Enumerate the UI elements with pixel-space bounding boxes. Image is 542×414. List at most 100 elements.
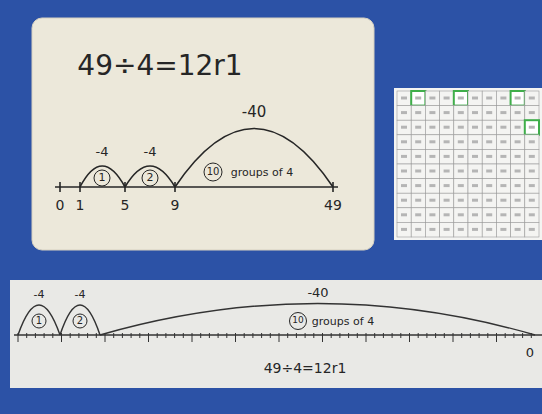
ruler-tick bbox=[287, 333, 288, 338]
chart-number-mark bbox=[486, 155, 492, 158]
ruler-tick bbox=[505, 333, 506, 338]
chart-cell bbox=[454, 222, 468, 237]
chart-number-mark bbox=[486, 111, 492, 114]
chart-number-mark bbox=[415, 213, 421, 216]
chart-cell bbox=[496, 164, 510, 179]
chart-number-mark bbox=[458, 213, 464, 216]
circled-count: 10 bbox=[289, 312, 307, 330]
chart-cell bbox=[525, 91, 539, 106]
chart-number-mark bbox=[472, 140, 478, 143]
chart-cell bbox=[525, 222, 539, 237]
chart-cell bbox=[496, 120, 510, 135]
chart-number-mark bbox=[472, 228, 478, 231]
chart-cell bbox=[411, 91, 425, 106]
chart-number-mark bbox=[486, 126, 492, 129]
chart-cell bbox=[482, 106, 496, 121]
chart-cell bbox=[511, 179, 525, 194]
ruler-tick bbox=[357, 333, 358, 338]
chart-cell bbox=[397, 120, 411, 135]
chart-number-mark bbox=[429, 184, 435, 187]
chart-cell bbox=[440, 106, 454, 121]
number-line-value: 0 bbox=[526, 346, 534, 359]
chart-cell bbox=[511, 222, 525, 237]
chart-cell bbox=[525, 164, 539, 179]
chart-number-mark bbox=[415, 184, 421, 187]
chart-cell bbox=[440, 120, 454, 135]
chart-cell bbox=[482, 222, 496, 237]
chart-cell bbox=[496, 106, 510, 121]
chart-number-mark bbox=[515, 97, 521, 100]
chart-cell bbox=[496, 193, 510, 208]
chart-cell bbox=[482, 193, 496, 208]
chart-number-mark bbox=[401, 170, 407, 173]
circled-count: 1 bbox=[94, 170, 111, 187]
chart-cell bbox=[425, 149, 439, 164]
chart-number-mark bbox=[458, 184, 464, 187]
circled-count: 2 bbox=[73, 314, 88, 329]
chart-cell bbox=[496, 135, 510, 150]
chart-number-mark bbox=[415, 126, 421, 129]
chart-cell bbox=[511, 106, 525, 121]
chart-cell bbox=[397, 135, 411, 150]
chart-number-mark bbox=[429, 228, 435, 231]
ruler-tick bbox=[313, 333, 314, 338]
chart-number-mark bbox=[429, 140, 435, 143]
ruler-tick bbox=[479, 333, 480, 338]
ruler-tick bbox=[122, 333, 123, 338]
chart-number-mark bbox=[444, 155, 450, 158]
ruler-tick bbox=[400, 333, 401, 338]
chart-cell bbox=[425, 135, 439, 150]
ruler-tick bbox=[200, 333, 201, 338]
chart-number-mark bbox=[486, 170, 492, 173]
chart-cell bbox=[425, 193, 439, 208]
chart-number-mark bbox=[500, 97, 506, 100]
chart-cell bbox=[454, 149, 468, 164]
chart-number-mark bbox=[401, 111, 407, 114]
chart-cell bbox=[440, 193, 454, 208]
jump-label: -4 bbox=[34, 289, 45, 300]
chart-number-mark bbox=[415, 199, 421, 202]
chart-number-mark bbox=[444, 184, 450, 187]
ruler-tick bbox=[279, 333, 280, 342]
chart-cell bbox=[511, 135, 525, 150]
number-line-value: 9 bbox=[171, 198, 180, 212]
ruler-tick bbox=[453, 333, 454, 342]
chart-number-mark bbox=[486, 213, 492, 216]
chart-cell bbox=[397, 179, 411, 194]
ruler-tick bbox=[87, 333, 88, 338]
chart-cell bbox=[454, 135, 468, 150]
chart-cell bbox=[511, 193, 525, 208]
chart-cell bbox=[468, 222, 482, 237]
chart-cell bbox=[440, 179, 454, 194]
chart-cell bbox=[425, 91, 439, 106]
ruler-tick bbox=[305, 333, 306, 338]
chart-number-mark bbox=[401, 199, 407, 202]
ruler-tick bbox=[192, 333, 193, 342]
jump-label: -4 bbox=[144, 145, 157, 158]
chart-cell bbox=[397, 106, 411, 121]
ruler-tick bbox=[444, 333, 445, 338]
chart-cell bbox=[525, 135, 539, 150]
chart-cell bbox=[454, 164, 468, 179]
chart-number-mark bbox=[486, 228, 492, 231]
chart-number-mark bbox=[529, 213, 535, 216]
chart-number-mark bbox=[500, 126, 506, 129]
chart-cell bbox=[411, 164, 425, 179]
chart-cell bbox=[525, 179, 539, 194]
chart-number-mark bbox=[529, 228, 535, 231]
chart-number-mark bbox=[401, 213, 407, 216]
ruler-tick bbox=[131, 333, 132, 338]
chart-number-mark bbox=[515, 199, 521, 202]
chart-cell bbox=[482, 208, 496, 223]
chart-number-mark bbox=[429, 155, 435, 158]
chart-cell bbox=[482, 179, 496, 194]
chart-number-mark bbox=[401, 228, 407, 231]
chart-number-mark bbox=[415, 170, 421, 173]
equation: 49÷4=12r1 bbox=[77, 52, 242, 80]
chart-number-mark bbox=[486, 184, 492, 187]
circled-count: 1 bbox=[32, 314, 47, 329]
chart-number-mark bbox=[415, 228, 421, 231]
chart-cell bbox=[440, 208, 454, 223]
ruler-tick bbox=[44, 333, 45, 338]
